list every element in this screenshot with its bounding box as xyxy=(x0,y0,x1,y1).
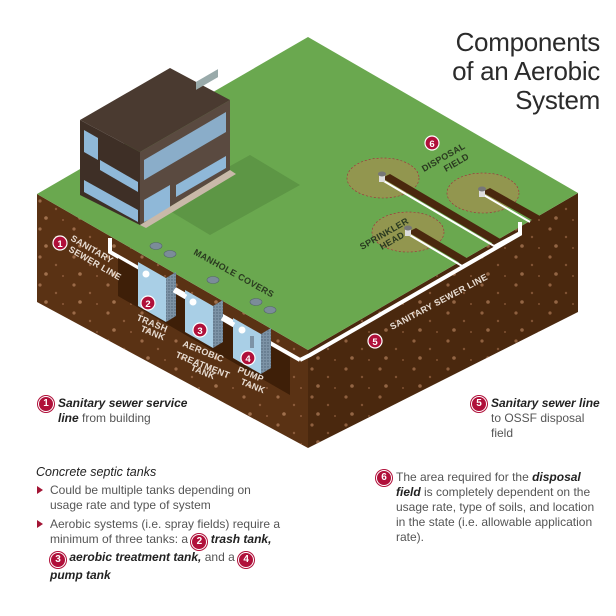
svg-text:4: 4 xyxy=(245,354,251,365)
building-graphic xyxy=(80,68,236,228)
title-line-1: Components xyxy=(455,27,601,57)
callout-6-bold: disposal field xyxy=(396,470,581,499)
callout-5-rest: to OSSF disposal field xyxy=(491,411,585,440)
badge-1: 1 xyxy=(52,235,68,251)
number-badge-5: 5 xyxy=(471,396,487,412)
callout-5-bold: Sanitary sewer line xyxy=(491,396,600,410)
badge-4: 4 xyxy=(240,350,256,366)
badge-5: 5 xyxy=(367,333,383,349)
sprinkler-head-icon xyxy=(378,171,386,182)
number-badge-4: 4 xyxy=(238,551,255,568)
sprinkler-head-icon xyxy=(478,186,486,197)
number-badge-1: 1 xyxy=(38,396,54,412)
septic-tanks-bullet-list: Could be multiple tanks depending on usa… xyxy=(36,483,286,587)
callout-6-rest: is completely dependent on the usage rat… xyxy=(396,485,595,544)
callout-sanitary-sewer-service-line: 1 Sanitary sewer service line from build… xyxy=(38,396,198,426)
svg-text:5: 5 xyxy=(372,337,378,348)
bullet-1-text: Could be multiple tanks depending on usa… xyxy=(50,483,251,512)
bullet-multiple-tanks: Could be multiple tanks depending on usa… xyxy=(36,483,286,512)
svg-text:1: 1 xyxy=(57,239,63,250)
callout-1-rest: from building xyxy=(78,411,151,425)
title-line-2: of an Aerobic xyxy=(452,56,600,86)
manhole-covers xyxy=(149,242,277,314)
svg-text:2: 2 xyxy=(145,299,150,310)
number-badge-2: 2 xyxy=(191,533,208,550)
badge-3: 3 xyxy=(192,322,208,338)
disposal-field-graphic xyxy=(346,157,540,268)
pump-tank-term: pump tank xyxy=(50,567,111,582)
svg-text:6: 6 xyxy=(429,139,434,150)
bullet-2-mid: and a xyxy=(201,549,239,564)
sanitary-sewer-line-5-pipe xyxy=(299,222,522,362)
title-line-3: System xyxy=(515,85,600,115)
sprinkler-head-icon xyxy=(404,225,412,236)
badge-6: 6 xyxy=(424,135,440,151)
number-badge-3: 3 xyxy=(50,551,66,568)
trash-tank-term: trash tank, xyxy=(210,531,272,546)
badge-2: 2 xyxy=(140,295,156,311)
number-badge-6: 6 xyxy=(376,470,392,486)
concrete-septic-tanks-heading: Concrete septic tanks xyxy=(36,465,157,479)
svg-text:3: 3 xyxy=(197,326,202,337)
bullet-2-pre: Aerobic systems (i.e. spray fields) requ… xyxy=(50,517,281,546)
aerobic-treatment-tank-term: aerobic treatment tank, xyxy=(69,549,202,564)
callout-1-bold: Sanitary sewer service line xyxy=(58,396,188,425)
bullet-aerobic-min-three: Aerobic systems (i.e. spray fields) requ… xyxy=(36,517,286,582)
callout-6-pre: The area required for the xyxy=(396,470,533,484)
grass-surface xyxy=(37,37,578,350)
diagram-title: Components of an Aerobic System xyxy=(452,28,600,115)
callout-sanitary-sewer-line-ossf: 5 Sanitary sewer line to OSSF disposal f… xyxy=(471,396,609,441)
callout-disposal-field-area: 6 The area required for the disposal fie… xyxy=(376,470,601,545)
